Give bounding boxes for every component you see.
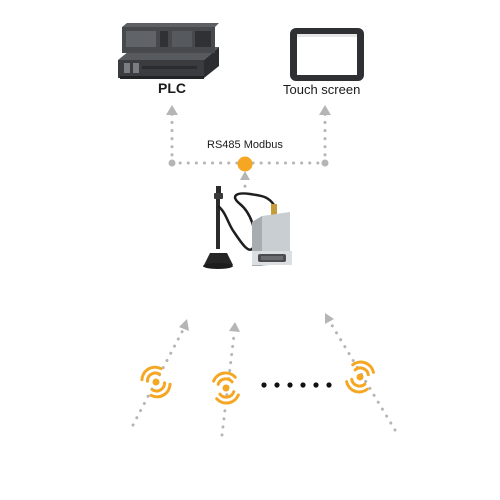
plc-arrow	[166, 105, 178, 115]
antenna-icon	[203, 186, 233, 269]
wireless-line-1	[131, 328, 185, 427]
touch-arrow	[319, 105, 331, 115]
arrowheads	[166, 105, 334, 332]
bus-end-left	[168, 159, 176, 167]
wireless-arrow-1	[179, 319, 189, 331]
ellipsis-icon	[261, 382, 332, 388]
wireless-arrow-2	[229, 322, 240, 332]
wireless-signal-icon	[345, 360, 375, 394]
wireless-signal-icon	[140, 365, 172, 399]
wireless-signal-icon	[212, 371, 240, 405]
touch-screen-icon	[290, 28, 364, 81]
wireless-module-icon	[252, 204, 292, 266]
wireless-arrow-3	[325, 313, 334, 324]
bus-points	[168, 156, 329, 172]
bus-node	[237, 156, 253, 172]
bus-label: RS485 Modbus	[207, 139, 283, 151]
connection-lines	[131, 110, 397, 437]
wireless-line-3	[328, 320, 397, 432]
module-arrow	[240, 171, 250, 180]
bus-end-right	[321, 159, 329, 167]
plc-device-icon	[118, 23, 219, 79]
touch-screen-label: Touch screen	[283, 82, 361, 97]
wireless-line-2	[220, 333, 236, 437]
plc-label: PLC	[158, 80, 186, 96]
